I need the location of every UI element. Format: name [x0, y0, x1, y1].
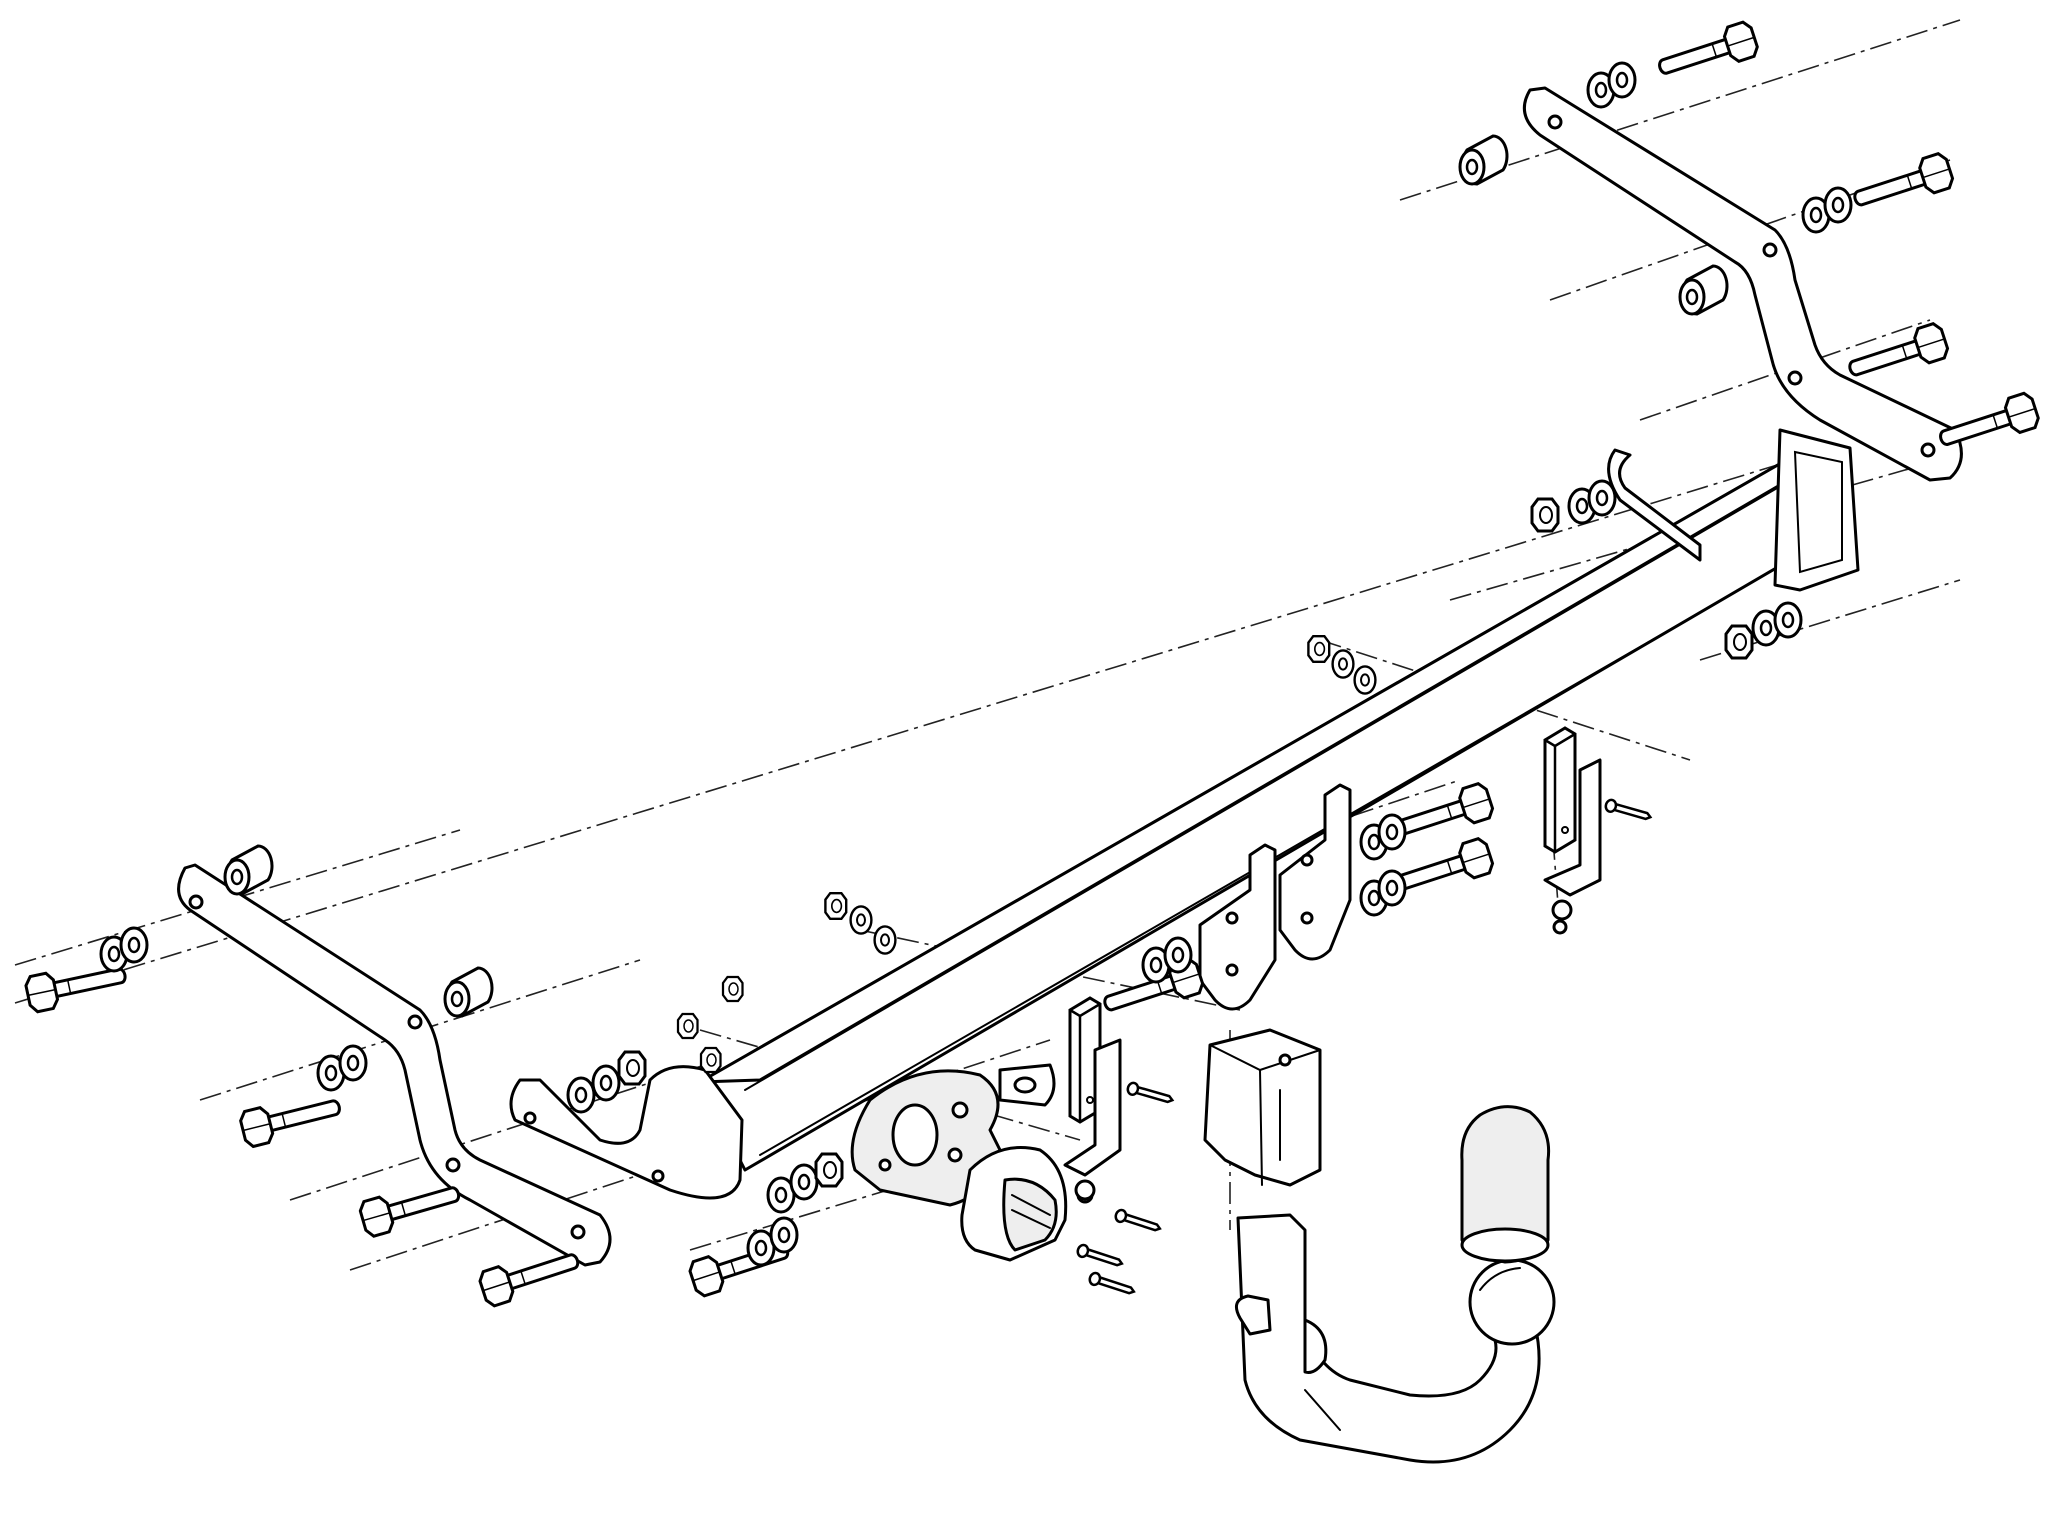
tow-ball-cover-cap: [1460, 1105, 1551, 1264]
left-side-bracket: [177, 863, 612, 1267]
spacer-sleeves: [223, 134, 1729, 1018]
small-mounting-brackets: [1063, 758, 1602, 1177]
small-screws: [1074, 797, 1654, 1299]
crossbar-tube: [698, 428, 1860, 1172]
mounting-brackets: [1068, 726, 1577, 1124]
left-end-plate: [509, 1065, 744, 1200]
socket-mounting-plate: [850, 1063, 1056, 1207]
removable-tow-ball-neck: [1234, 1213, 1556, 1464]
tow-ball-receiver: [1203, 1028, 1322, 1187]
right-side-bracket: [1522, 86, 1963, 482]
